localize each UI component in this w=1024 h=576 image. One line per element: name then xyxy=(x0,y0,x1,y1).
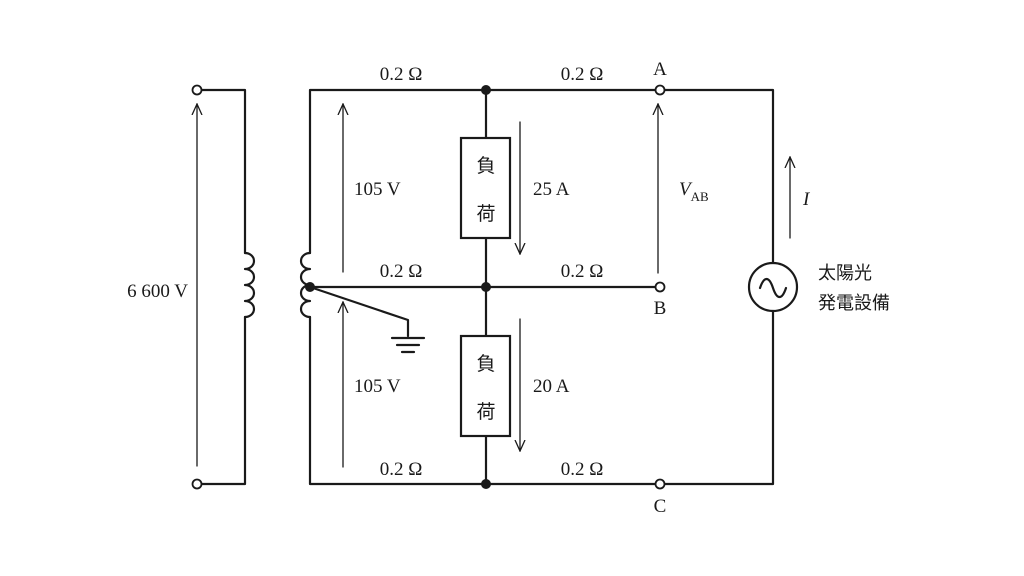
resistance-lower-right: 0.2 Ω xyxy=(561,459,604,480)
junction-dot-middle xyxy=(481,282,491,292)
terminal-a xyxy=(654,84,666,96)
terminals: A B C xyxy=(653,59,667,517)
terminal-a-label: A xyxy=(653,59,667,80)
primary-bottom-lead xyxy=(200,315,247,486)
upper-load-char1: 負 xyxy=(476,155,495,177)
resistance-labels: 0.2 Ω 0.2 Ω 0.2 Ω 0.2 Ω 0.2 Ω 0.2 Ω xyxy=(380,64,604,480)
upper-load-box xyxy=(459,136,512,240)
line-a xyxy=(308,88,657,255)
resistance-middle-left: 0.2 Ω xyxy=(380,261,423,282)
ground-lead xyxy=(308,285,410,338)
resistance-upper-right: 0.2 Ω xyxy=(561,64,604,85)
solar-top-lead xyxy=(663,88,775,265)
primary-bottom-terminal xyxy=(191,478,203,490)
upper-voltage-label: 105 V xyxy=(354,179,401,200)
resistance-upper-left: 0.2 Ω xyxy=(380,64,423,85)
line-c xyxy=(308,315,657,486)
sine-wave-icon xyxy=(758,277,788,299)
current-label: I xyxy=(802,189,811,210)
vab-symbol: V xyxy=(679,179,693,200)
solar-label-line1: 太陽光 xyxy=(818,263,872,284)
upper-load-char2: 荷 xyxy=(476,203,495,225)
ac-source-icon xyxy=(747,261,799,313)
terminal-c xyxy=(654,478,666,490)
upper-load: 負 荷 25 A xyxy=(459,88,570,289)
resistance-lower-left: 0.2 Ω xyxy=(380,459,423,480)
primary-top-terminal xyxy=(191,84,203,96)
lower-load-box xyxy=(459,334,512,438)
primary-top-lead xyxy=(200,88,247,255)
primary-voltage-label: 6 600 V xyxy=(127,281,188,302)
terminal-b-label: B xyxy=(654,298,667,319)
neutral-junction-dot xyxy=(305,282,315,292)
junction-dot-bottom xyxy=(481,479,491,489)
lower-load-char2: 荷 xyxy=(476,401,495,423)
lower-voltage-label: 105 V xyxy=(354,376,401,397)
vab-subscript: AB xyxy=(691,189,709,204)
lower-load: 負 荷 20 A xyxy=(459,285,570,486)
junction-dot-top xyxy=(481,85,491,95)
solar-label-line2: 発電設備 xyxy=(818,293,890,314)
primary-circuit: 6 600 V xyxy=(127,84,256,490)
upper-load-current-label: 25 A xyxy=(533,179,570,200)
terminal-c-label: C xyxy=(654,496,667,517)
primary-coil xyxy=(243,251,256,319)
secondary-circuit: 105 V 105 V xyxy=(299,88,657,486)
resistance-middle-right: 0.2 Ω xyxy=(561,261,604,282)
terminal-b xyxy=(654,281,666,293)
vab-label: VAB xyxy=(679,179,709,204)
solar-bottom-lead xyxy=(663,309,775,486)
solar-circuit: I 太陽光 発電設備 xyxy=(663,88,890,486)
lower-load-char1: 負 xyxy=(476,353,495,375)
lower-load-current-label: 20 A xyxy=(533,376,570,397)
ground-icon xyxy=(390,336,426,354)
